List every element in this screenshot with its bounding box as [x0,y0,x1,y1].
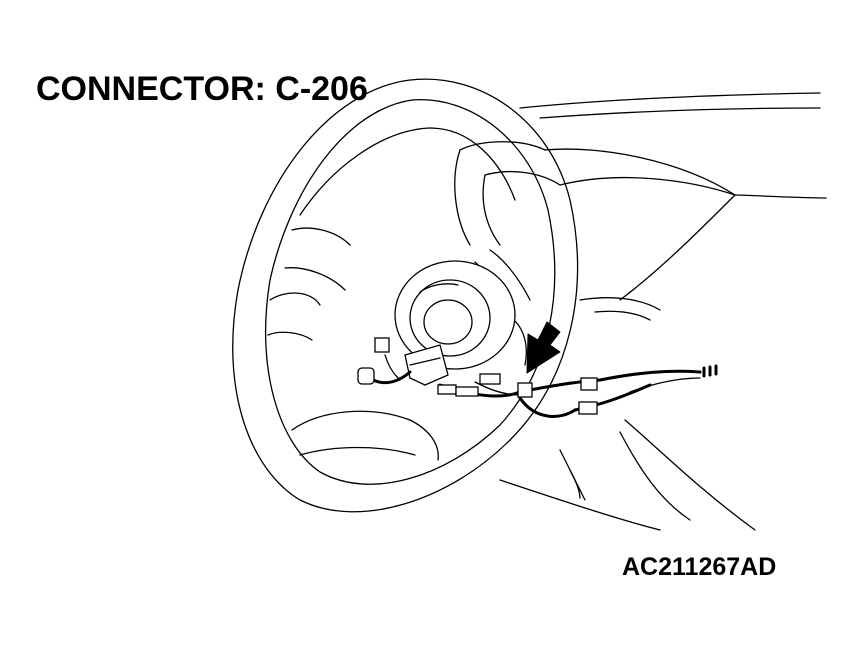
connector-icon [357,337,598,415]
dashboard-outline [454,92,827,531]
indicator-arrow-icon [526,321,561,374]
connector-c206 [517,382,533,398]
reference-code: AC211267AD [622,553,777,581]
clock-spring-icon [394,260,516,386]
connector-title: CONNECTOR: C-206 [36,70,368,108]
